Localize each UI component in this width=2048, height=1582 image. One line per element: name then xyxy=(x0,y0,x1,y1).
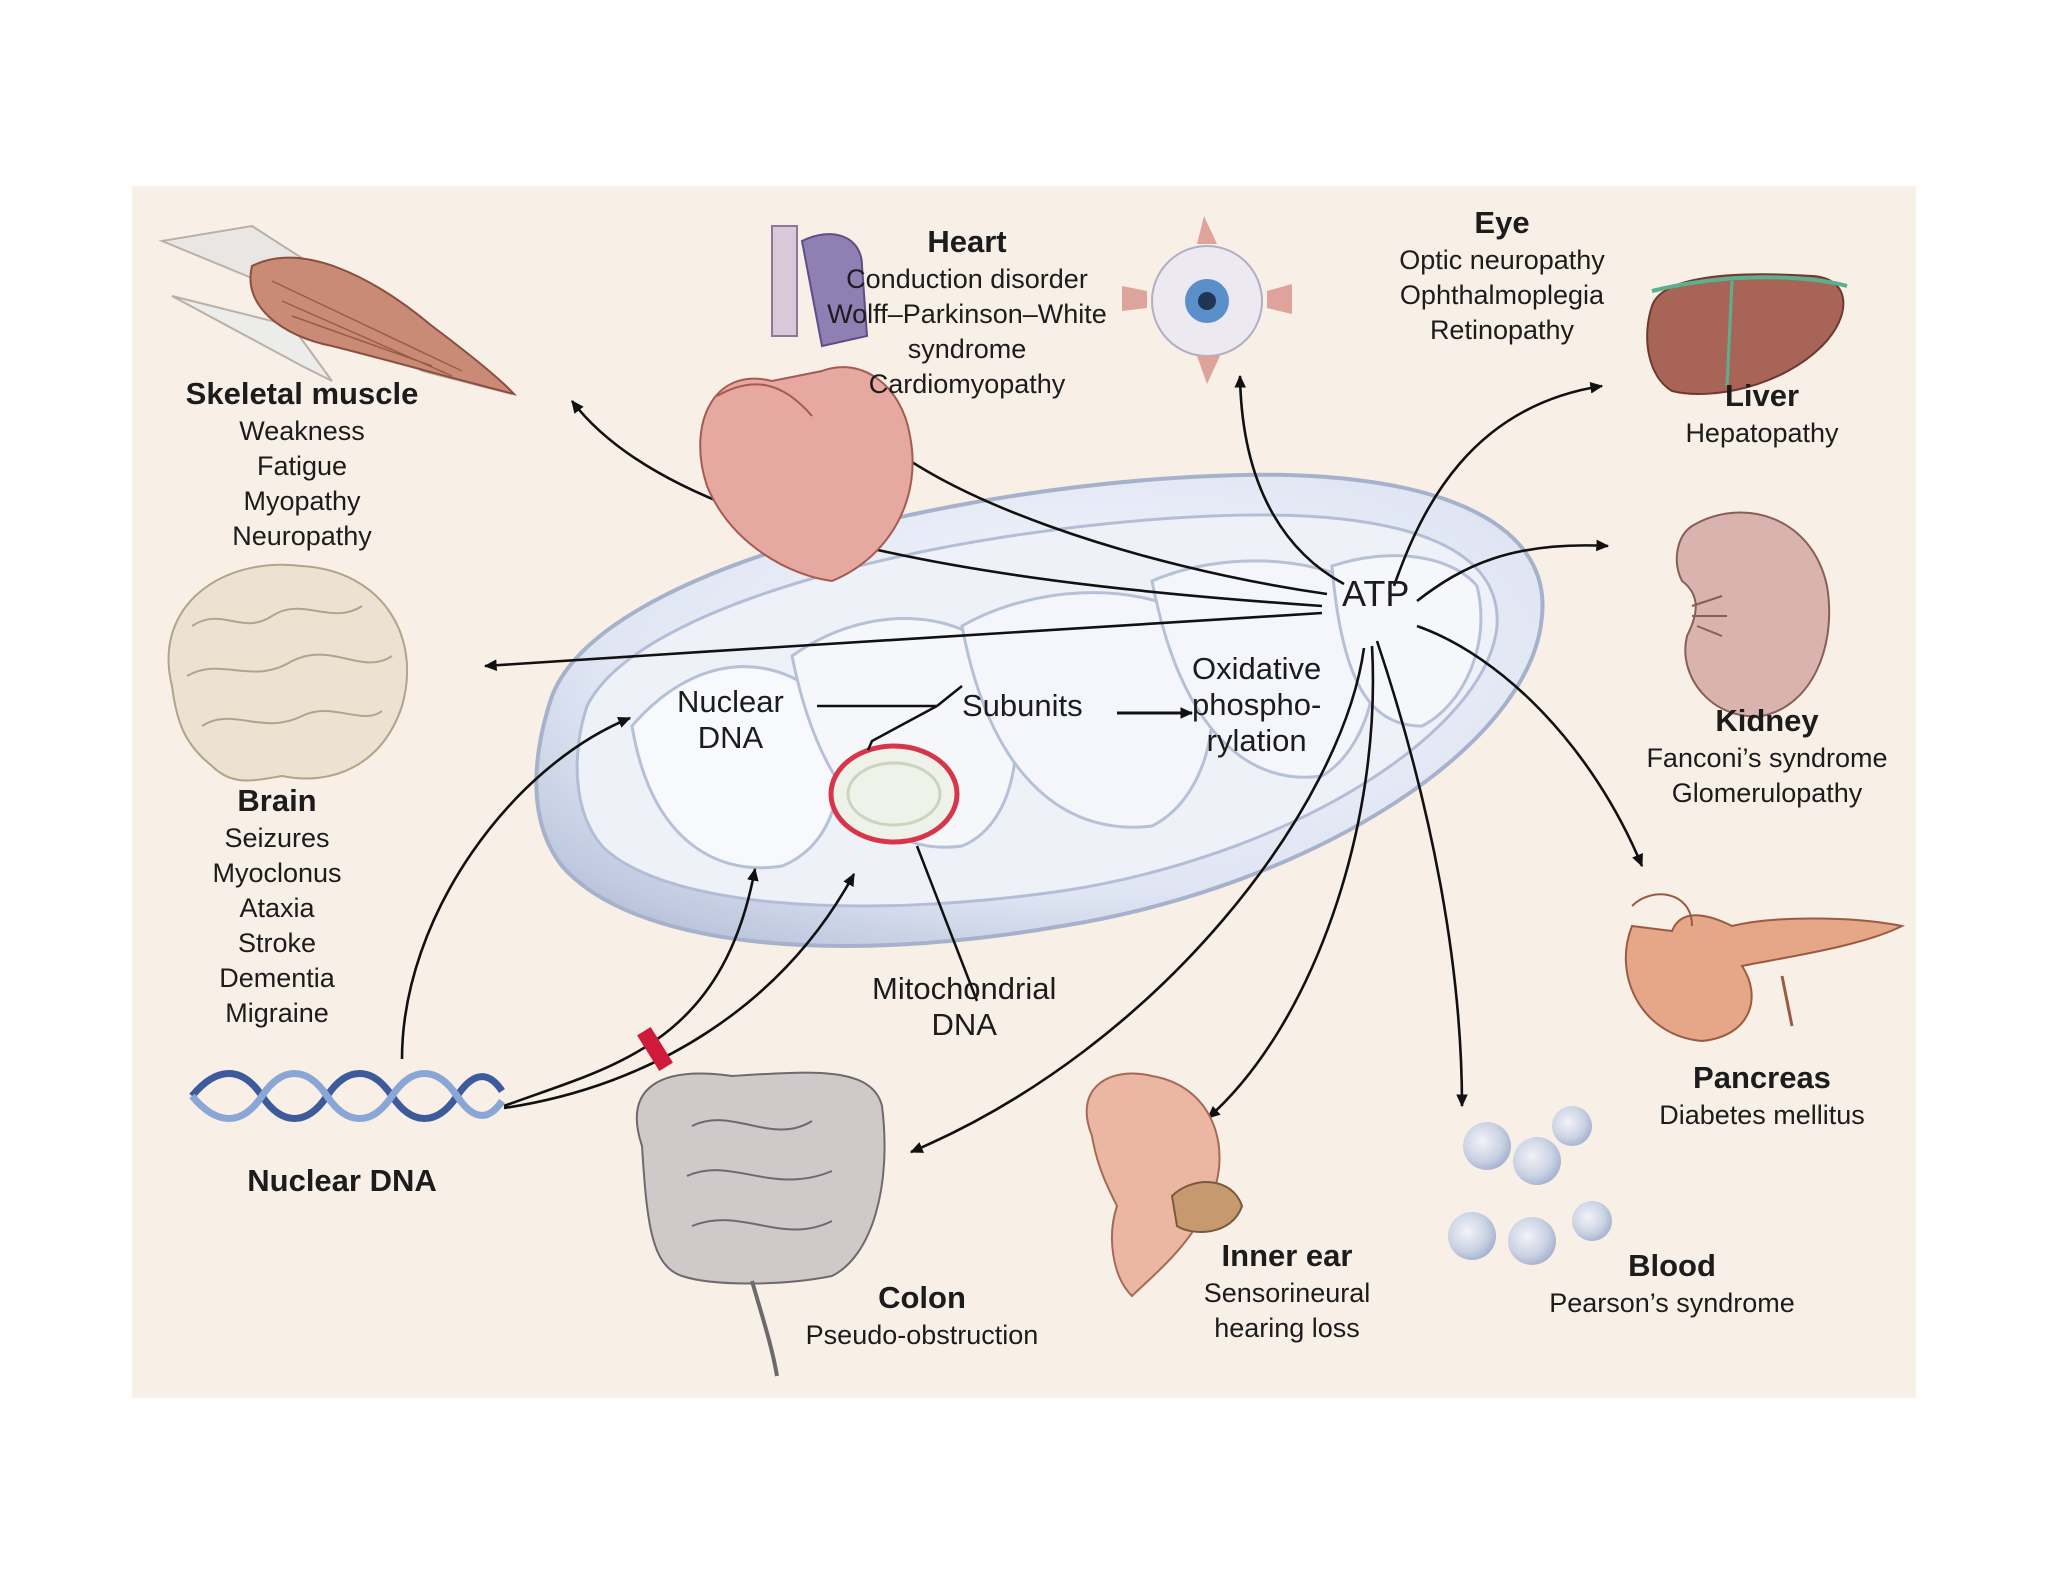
kidney-icon xyxy=(1675,511,1831,718)
pancreas-label: Pancreas Diabetes mellitus xyxy=(1659,1060,1865,1130)
skeletal-muscle-icon xyxy=(158,224,518,396)
colon-icon xyxy=(636,1071,886,1377)
block-marker xyxy=(637,1026,673,1072)
mitochondrial-dna-ring-icon xyxy=(828,743,960,845)
oxphos-label: Oxidative phospho- rylation xyxy=(1192,651,1322,758)
diagram-art xyxy=(158,216,1906,1377)
atp-label: ATP xyxy=(1342,573,1410,614)
pancreas-icon xyxy=(1624,893,1906,1043)
mitochondrial-dna-label: Mitochondrial DNA xyxy=(872,971,1057,1042)
heart-icon xyxy=(699,225,914,583)
center-nuclear-dna-label: Nuclear DNA xyxy=(677,684,784,755)
dna-helix-icon xyxy=(189,1070,505,1122)
liver-label: Liver Hepatopathy xyxy=(1685,378,1839,448)
atp-arrows xyxy=(483,374,1644,1154)
eye-label: Eye Optic neuropathy Ophthalmoplegia Ret… xyxy=(1399,205,1605,345)
mitochondrion xyxy=(534,472,1545,948)
brain-label: Brain Seizures Myoclonus Ataxia Stroke D… xyxy=(212,783,342,1028)
colon-label: Colon Pseudo-obstruction xyxy=(805,1280,1039,1350)
liver-icon xyxy=(1646,273,1848,395)
skeletal-muscle-label: Skeletal muscle Weakness Fatigue Myopath… xyxy=(185,376,419,551)
kidney-label: Kidney Fanconi’s syndrome Glomerulopathy xyxy=(1646,703,1888,808)
center-connectors xyxy=(817,685,1194,1002)
diagram-panel: ATP Nuclear DNA Subunits Oxidative phosp… xyxy=(132,186,1916,1398)
heart-label: Heart Conduction disorder Wolff–Parkinso… xyxy=(827,224,1107,399)
eye-icon xyxy=(1122,216,1292,384)
brain-icon xyxy=(167,563,409,782)
blood-label: Blood Pearson’s syndrome xyxy=(1549,1248,1795,1318)
inner-ear-icon xyxy=(1085,1072,1244,1298)
inner-ear-label: Inner ear Sensorineural hearing loss xyxy=(1203,1238,1371,1343)
subunits-label: Subunits xyxy=(962,688,1083,723)
nuclear-dna-label: Nuclear DNA xyxy=(247,1163,437,1198)
blood-cells-icon xyxy=(1448,1106,1612,1265)
